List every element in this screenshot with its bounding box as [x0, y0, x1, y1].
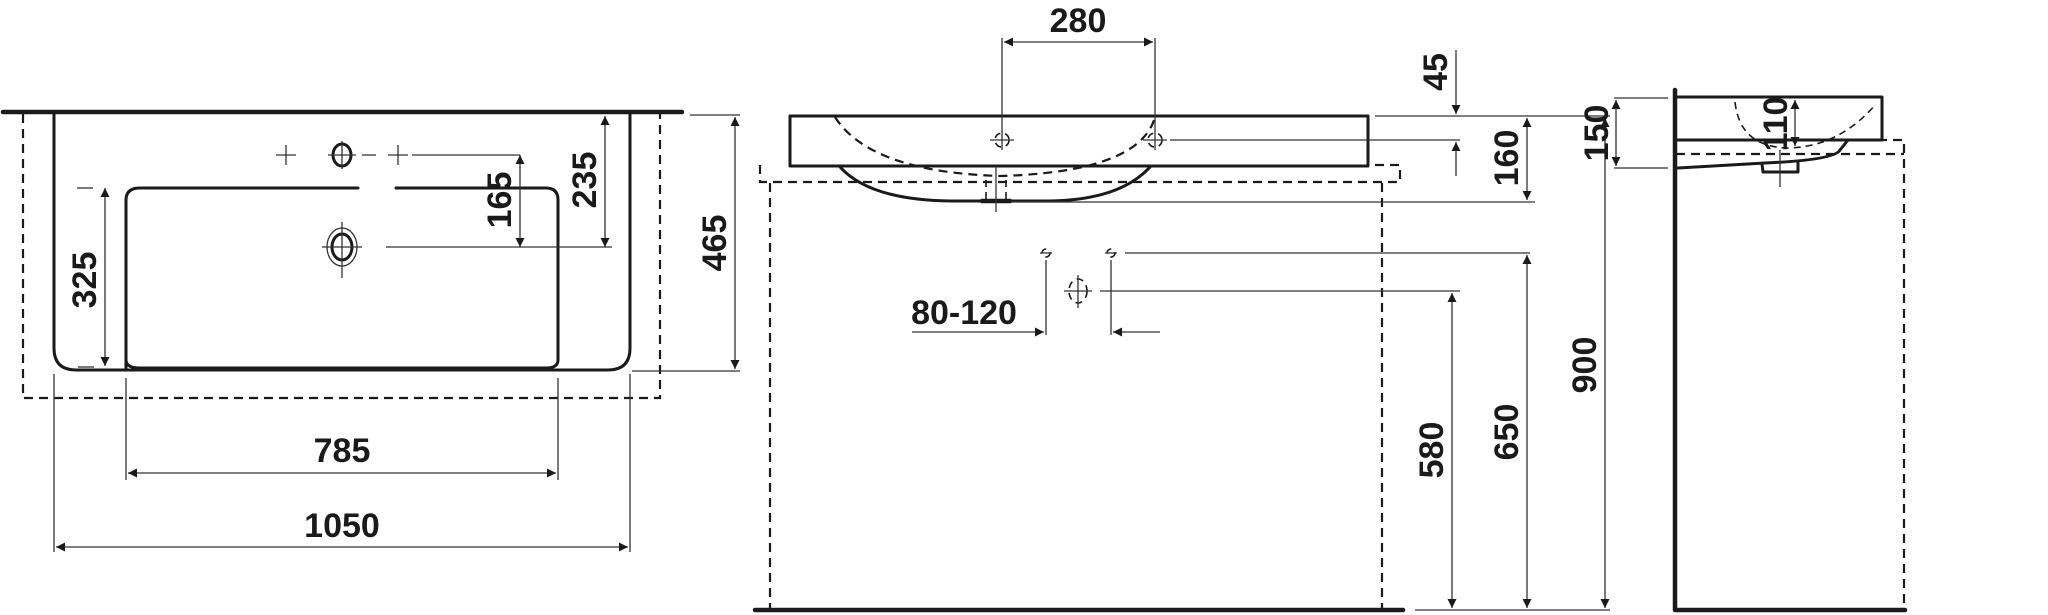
dim-side-bowl-depth: 110: [1757, 97, 1795, 152]
side-basin-underside: [1676, 138, 1850, 170]
waste-outlet: [322, 222, 612, 278]
basin-outline: [52, 112, 632, 372]
side-cabinet-dashed: [1676, 138, 1906, 610]
cabinet-sides: [768, 183, 1384, 610]
top-view: 325 165 235 465 785 1050: [0, 109, 740, 552]
tap-holes: [276, 141, 520, 169]
side-wall-floor: [1672, 87, 1908, 613]
dim-supply-height: 650: [1488, 404, 1526, 461]
dim-overall-depth: 465: [696, 215, 734, 272]
dim-overall-width: 1050: [304, 507, 380, 545]
dim-overall-height: 900: [1566, 337, 1604, 394]
dim-waste-height: 580: [1413, 422, 1451, 479]
dim-tap-hole-height: 45: [1417, 53, 1455, 91]
bowl-underside: [838, 165, 1152, 203]
dim-supply-spacing: 80-120: [911, 294, 1017, 332]
bowl-inner-dashed: [834, 116, 1157, 178]
basin-front-outline: [788, 114, 1370, 168]
side-bowl-dashed: [1734, 101, 1877, 149]
bowl-outline: [124, 186, 560, 372]
side-basin-top: [1676, 95, 1884, 142]
dim-bowl-depth: 325: [66, 252, 104, 309]
dim-back-to-waste: 235: [566, 152, 604, 209]
cabinet-outline: [21, 114, 662, 400]
front-tap-holes: [990, 132, 1460, 148]
supply-points: [1040, 248, 1530, 335]
dim-tap-to-waste: 165: [481, 172, 519, 229]
dim-basin-height: 160: [1488, 130, 1526, 187]
dim-bowl-width: 785: [314, 432, 371, 470]
front-view: 280 80-120 45 160 900: [752, 2, 1610, 613]
dim-side-height: 150: [1578, 105, 1616, 162]
side-view: 150 110: [1578, 87, 1908, 613]
dim-tap-hole-spacing: 280: [1050, 2, 1107, 40]
